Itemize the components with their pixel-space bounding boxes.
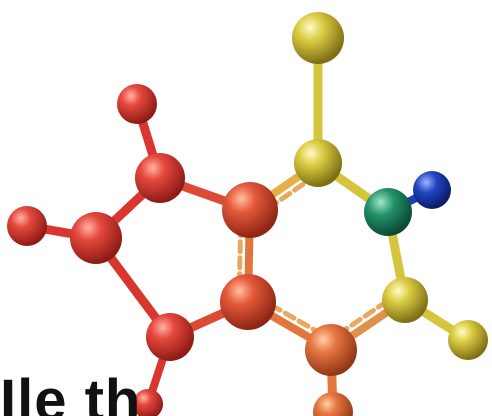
atom-oBot2 xyxy=(313,392,353,416)
atom-topY xyxy=(292,12,344,64)
atom-rUp xyxy=(135,153,185,203)
atom-blue xyxy=(413,171,451,209)
caption-text: Ile th xyxy=(0,368,142,416)
atom-group xyxy=(7,12,488,416)
atom-yLow xyxy=(382,277,428,323)
atom-yRight xyxy=(448,320,488,360)
atom-oMid2 xyxy=(220,274,276,330)
atom-oBot xyxy=(305,324,357,376)
atom-rLeft xyxy=(70,212,122,264)
atom-oMid1 xyxy=(222,182,278,238)
atom-rFar xyxy=(7,206,47,246)
atom-teal xyxy=(364,188,412,236)
atom-rTop xyxy=(117,84,157,124)
atom-rSmall xyxy=(133,389,163,416)
atom-rBot xyxy=(146,313,194,361)
atom-yMid xyxy=(294,139,342,187)
